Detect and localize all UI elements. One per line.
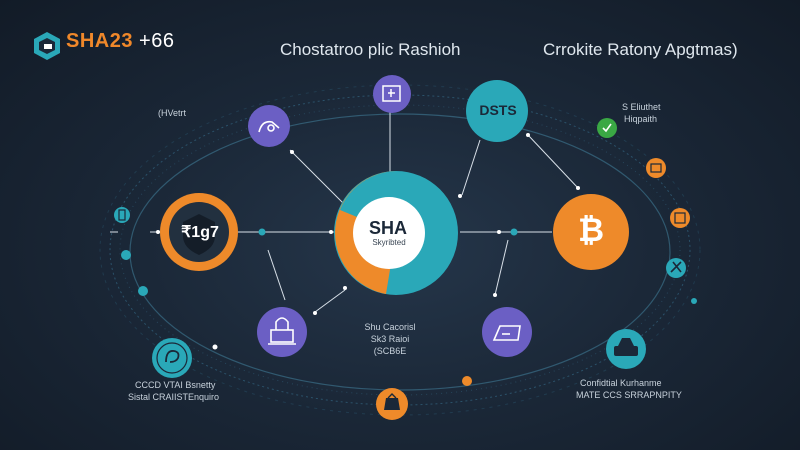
top-right-tag-1: S Eliuthet [622,102,661,112]
teal-node-label: DSTS [479,102,517,118]
brand: SHA23 +66 [30,30,174,53]
coin-orange-node [670,208,690,228]
bitcoin-icon: ₿ [577,212,605,248]
logo-hex-icon [34,32,60,60]
top-right-tag-2: Hiqpaith [624,114,658,124]
center-bottom-label-3: (SCB6E [373,346,407,356]
logo-green-node [597,118,617,138]
center-sha-node[interactable] [334,171,458,295]
bitcoin-node[interactable] [553,194,629,270]
bottom-orange-node[interactable] [376,388,408,420]
bottom-left-teal-node[interactable] [152,338,192,378]
small-orbit-icons [114,118,697,386]
top-left-tag: (HVetrt [158,108,187,118]
bottom-right-label-1: Confidtial Kurhanme [580,378,662,388]
user-icon [165,350,180,363]
bottom-left-label-1: CCCD VTAI Bsnetty [135,380,216,390]
center-bottom-label-2: Sk3 Raioi [370,334,410,344]
connector-lines [110,108,579,313]
bottom-left-label-2: Sistal CRAIISTEnquiro [128,392,220,402]
chain-teal-node [666,258,686,278]
teal-small-dots [121,250,697,386]
left-shield-node[interactable] [160,193,238,271]
heading-right: Crrokite Ratony Apgtmas) [543,40,738,59]
mobile-teal-node [114,207,130,223]
center-subtitle: Skyribted [372,238,406,247]
heading-left: Chostatroo plic Rashioh [280,40,461,59]
top-left-purple-node[interactable] [248,105,290,147]
shopping-orange-node [646,158,666,178]
hand-icon [258,120,280,133]
bag-icon [384,398,400,410]
payment-icon [492,325,521,341]
bottom-right-label-2: MATE CCS SRRAPNPITY [576,390,682,400]
shield-icon [183,214,215,255]
connector-teal-dots [258,228,518,236]
connector-dots [156,106,580,350]
brand-suffix: +66 [132,30,175,52]
center-bottom-label-1: Shu Cacorisl [364,322,416,332]
lock-laptop-icon [268,317,296,345]
top-plus-node[interactable] [373,75,411,113]
left-node-label: ₹1g7 [181,224,219,241]
top-right-teal-node[interactable] [466,80,528,142]
id-card-icon [614,338,638,356]
bottom-right-teal-node[interactable] [606,329,646,369]
plus-box-icon [382,85,401,102]
brand-name: SHA23 [66,30,133,52]
bottom-right-purple-node[interactable] [482,307,532,357]
center-title: SHA [368,218,407,238]
bottom-left-purple-node[interactable] [257,307,307,357]
